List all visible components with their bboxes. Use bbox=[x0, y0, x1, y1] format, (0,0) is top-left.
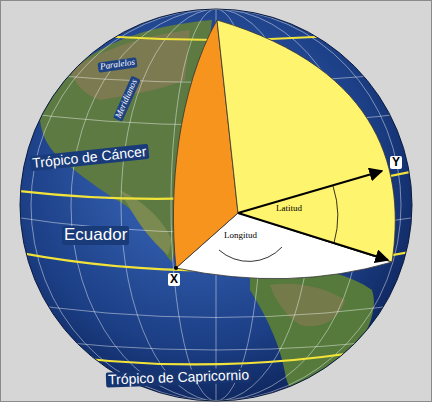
angle-label: Longitud bbox=[222, 231, 259, 241]
point-label: X bbox=[168, 273, 180, 286]
point-label: Y bbox=[390, 156, 402, 169]
equator-label: Ecuador bbox=[62, 226, 129, 245]
angle-label: Latitud bbox=[274, 204, 304, 214]
